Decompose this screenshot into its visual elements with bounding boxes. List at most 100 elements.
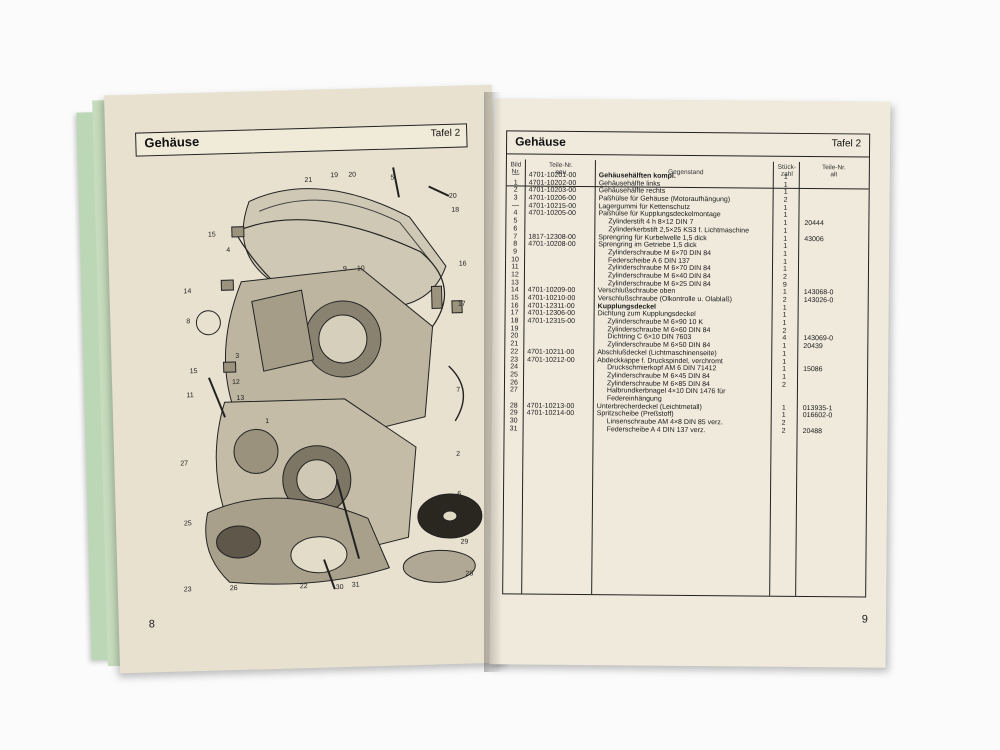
right-page-plate: Tafel 2 — [831, 138, 862, 150]
row-gegenstand: Federscheibe A 4 DIN 137 verz. — [606, 425, 706, 434]
row-teile-nr-neu — [528, 264, 592, 265]
svg-text:13: 13 — [236, 395, 244, 402]
row-stueckzahl: 2 — [782, 381, 786, 389]
row-stueckzahl: 1 — [783, 204, 788, 212]
row-teile-nr-alt — [803, 397, 863, 398]
svg-text:26: 26 — [230, 585, 238, 592]
left-page-plate: Tafel 2 — [430, 127, 461, 140]
row-teile-nr-neu — [527, 371, 591, 372]
row-bild-nr: 18 — [510, 317, 519, 325]
row-stueckzahl: 1 — [782, 289, 787, 297]
row-teile-nr-alt: 20488 — [802, 427, 823, 435]
row-stueckzahl: 1 — [782, 373, 787, 381]
row-bild-nr: 19 — [510, 325, 519, 333]
row-teile-nr-neu — [527, 395, 591, 396]
row-bild-nr: 28 — [509, 402, 518, 410]
row-teile-nr-alt — [803, 374, 863, 375]
row-stueckzahl: 2 — [782, 327, 787, 335]
row-stueckzahl: 1 — [781, 404, 786, 412]
row-bild-nr: 20 — [510, 332, 519, 340]
row-teile-nr-alt — [804, 212, 864, 213]
svg-text:23: 23 — [184, 586, 192, 593]
svg-text:4: 4 — [226, 247, 230, 254]
row-teile-nr-alt — [803, 382, 863, 383]
svg-text:25: 25 — [184, 520, 192, 527]
row-bild-nr: 2 — [513, 186, 518, 194]
row-bild-nr: 13 — [510, 279, 519, 287]
row-teile-nr-neu — [528, 279, 592, 280]
row-stueckzahl: 1 — [783, 250, 788, 258]
svg-text:2: 2 — [456, 451, 460, 458]
row-stueckzahl: 1 — [782, 319, 787, 327]
row-teile-nr-alt — [803, 389, 863, 390]
row-bild-nr: 22 — [510, 348, 519, 356]
row-teile-nr-alt — [805, 189, 865, 190]
left-page: Gehäuse Tafel 2 — [104, 84, 508, 674]
exploded-engine-diagram: 21 19 20 5 20 18 15 4 16 9 10 14 17 8 15… — [180, 167, 483, 593]
left-page-title: Gehäuse — [144, 133, 200, 151]
left-page-number: 8 — [148, 618, 156, 631]
book-gutter-shadow — [484, 92, 502, 672]
row-teile-nr-neu — [527, 379, 591, 380]
svg-text:6: 6 — [457, 491, 461, 498]
row-stueckzahl: 1 — [783, 189, 788, 197]
row-teile-nr-neu — [528, 248, 592, 249]
svg-text:14: 14 — [183, 288, 191, 295]
svg-text:21: 21 — [304, 177, 312, 184]
row-stueckzahl: 1 — [781, 412, 786, 420]
row-teile-nr-alt — [804, 282, 864, 283]
row-bild-nr: 16 — [510, 302, 519, 310]
row-bild-nr: 30 — [509, 417, 518, 425]
row-teile-nr-alt — [804, 251, 864, 252]
row-teile-nr-alt — [805, 182, 865, 183]
row-bild-nr: 17 — [510, 309, 519, 317]
right-page-header: Gehäuse Tafel 2 — [506, 131, 870, 158]
row-teile-nr-neu — [528, 225, 592, 226]
row-stueckzahl: 4 — [782, 335, 787, 343]
row-stueckzahl: 1 — [783, 235, 788, 243]
svg-text:20: 20 — [348, 172, 356, 179]
svg-text:20: 20 — [449, 193, 457, 200]
row-stueckzahl: 1 — [782, 358, 787, 366]
row-bild-nr: 9 — [513, 248, 518, 256]
row-bild-nr: 24 — [510, 363, 519, 371]
row-bild-nr: 4 — [513, 209, 518, 217]
row-stueckzahl: 1 — [783, 242, 788, 251]
row-teile-nr-alt — [803, 358, 863, 359]
row-teile-nr-alt — [805, 174, 865, 175]
svg-text:11: 11 — [186, 392, 194, 399]
row-teile-nr-neu — [528, 218, 592, 219]
row-stueckzahl: 2 — [782, 296, 787, 304]
row-bild-nr: 6 — [513, 225, 518, 233]
row-stueckzahl: 2 — [781, 427, 786, 435]
row-stueckzahl: 1 — [782, 342, 787, 350]
row-bild-nr: 29 — [509, 409, 518, 417]
row-bild-nr: — — [512, 171, 520, 179]
row-teile-nr-alt — [804, 312, 864, 313]
row-teile-nr-alt — [804, 266, 864, 267]
row-teile-nr-neu — [527, 387, 591, 388]
row-stueckzahl: 2 — [781, 419, 786, 427]
row-teile-nr-alt — [803, 328, 863, 329]
row-bild-nr: 14 — [510, 286, 519, 294]
right-page-number: 9 — [861, 613, 868, 626]
row-stueckzahl: 1 — [782, 304, 787, 312]
row-bild-nr: 26 — [510, 378, 518, 387]
row-stueckzahl: 1 — [782, 312, 787, 320]
row-bild-nr: 5 — [513, 217, 518, 225]
svg-text:18: 18 — [451, 207, 459, 214]
svg-text:30: 30 — [336, 584, 344, 591]
row-stueckzahl: 1 — [783, 181, 788, 189]
svg-text:19: 19 — [330, 172, 338, 179]
row-teile-nr-neu — [527, 325, 591, 326]
row-stueckzahl: 1 — [782, 365, 787, 374]
svg-text:7: 7 — [456, 387, 460, 394]
svg-text:3: 3 — [235, 353, 239, 360]
row-teile-nr-neu — [528, 272, 592, 273]
svg-text:31: 31 — [352, 582, 360, 589]
svg-text:27: 27 — [180, 460, 188, 467]
row-stueckzahl: 1 — [782, 350, 787, 358]
row-bild-nr: 8 — [513, 240, 518, 248]
